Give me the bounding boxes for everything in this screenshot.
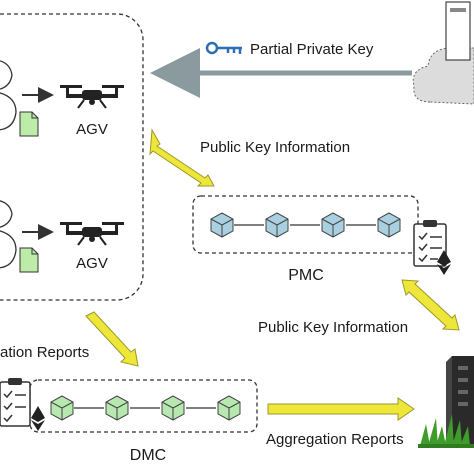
aggregation-reports-left-label: ation Reports (0, 344, 89, 361)
document-icon (19, 247, 39, 273)
aggregation-reports-bottom-label: Aggregation Reports (266, 431, 404, 448)
grass-icon (418, 414, 474, 448)
pmc-label: PMC (288, 267, 324, 284)
partial-private-key-label: Partial Private Key (250, 41, 374, 58)
dmc-label: DMC (130, 447, 166, 464)
drone-icon (60, 222, 124, 246)
arrow-pmc-server (401, 279, 460, 331)
agv-label-top: AGV (76, 121, 108, 138)
public-key-info-bottom-label: Public Key Information (258, 319, 408, 336)
checklist-icon (0, 378, 31, 427)
blockchain-block-icon (265, 212, 289, 238)
ethereum-icon (437, 250, 451, 275)
document-icon (19, 111, 39, 137)
blockchain-block-icon (217, 395, 241, 421)
arrow-agv-pmc (149, 128, 215, 187)
arrow-agv-dmc (85, 311, 139, 367)
public-key-info-top-label: Public Key Information (200, 139, 350, 156)
blockchain-block-icon (210, 212, 234, 238)
checklist-icon (413, 220, 447, 267)
blockchain-block-icon (377, 212, 401, 238)
arrow-dmc-server (267, 397, 415, 421)
agv-label-bottom: AGV (76, 255, 108, 272)
ethereum-icon (31, 406, 45, 431)
user-icon-bottom (0, 200, 17, 269)
key-icon (205, 41, 242, 55)
blockchain-block-icon (105, 395, 129, 421)
blockchain-block-icon (50, 395, 74, 421)
cloud-icon (412, 1, 474, 105)
blockchain-block-icon (321, 212, 345, 238)
agv-group-box (0, 13, 144, 301)
blockchain-block-icon (161, 395, 185, 421)
user-icon-top (0, 60, 17, 131)
drone-icon (60, 85, 124, 109)
